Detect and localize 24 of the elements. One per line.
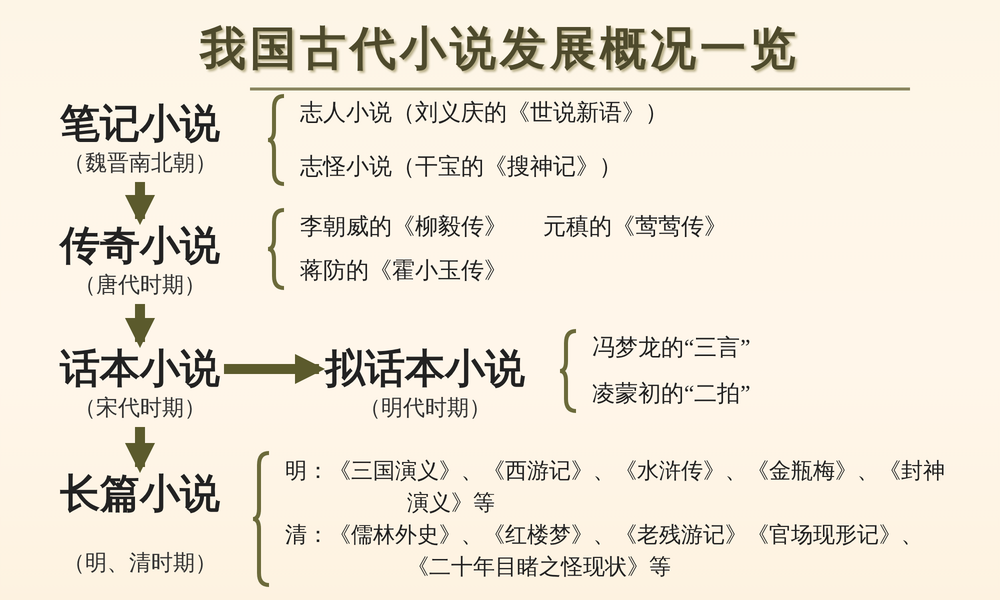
arrow bbox=[224, 354, 325, 384]
arrow bbox=[125, 182, 155, 225]
category-heading: 传奇小说 bbox=[60, 222, 220, 270]
work-list-item: 明：《三国演义》、《西游记》、《水浒传》、《金瓶梅》、《封神演义》等 bbox=[285, 457, 945, 517]
arrow bbox=[125, 427, 155, 473]
work-list-item: 志人小说（刘义庆的《世说新语》） bbox=[300, 99, 669, 127]
slide-title: 我国古代小说发展概况一览 bbox=[200, 23, 800, 74]
period-label: （明代时期） bbox=[359, 394, 491, 422]
arrow bbox=[125, 304, 155, 348]
work-list-item: 蒋防的《霍小玉传》 bbox=[300, 257, 508, 285]
period-label: （唐代时期） bbox=[74, 271, 206, 299]
work-list-item: 清：《儒林外史》、《红楼梦》、《老残游记》《官场现形记》、《二十年目睹之怪现状》等 bbox=[285, 521, 924, 581]
work-list-item: 李朝威的《柳毅传》 bbox=[300, 213, 507, 241]
category-heading: 长篇小说 bbox=[60, 470, 220, 518]
period-label: （魏晋南北朝） bbox=[63, 149, 217, 177]
category-heading: 笔记小说 bbox=[60, 100, 220, 148]
period-label: （宋代时期） bbox=[74, 394, 206, 422]
category-heading: 话本小说 bbox=[60, 345, 220, 393]
work-list-item: 元稹的《莺莺传》 bbox=[543, 213, 727, 241]
work-list-item: 志怪小说（干宝的《搜神记》） bbox=[300, 153, 623, 181]
work-list-item: 凌蒙初的“二拍” bbox=[592, 380, 752, 408]
period-label: （明、清时期） bbox=[63, 549, 217, 577]
category-heading: 拟话本小说 bbox=[325, 345, 525, 393]
work-list-item: 冯梦龙的“三言” bbox=[592, 334, 752, 362]
